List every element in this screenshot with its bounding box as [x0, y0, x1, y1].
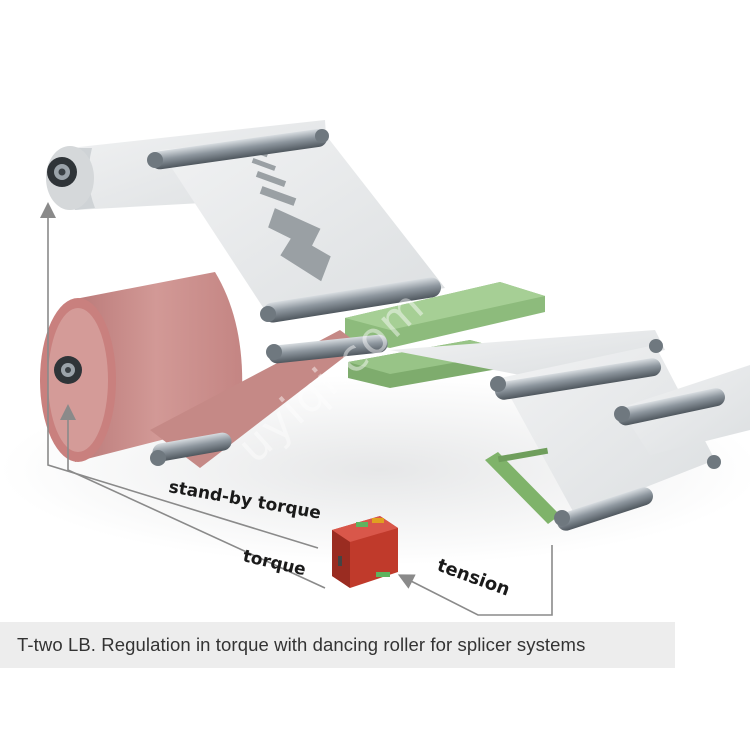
- guide-roller-splice: [266, 334, 388, 364]
- signal-lines: [40, 202, 553, 616]
- caption-bar: [0, 622, 675, 668]
- line-tension: [397, 545, 553, 616]
- web-outgoing: [390, 330, 665, 375]
- line-standby-torque: [40, 202, 319, 549]
- dancing-roller: [485, 447, 653, 531]
- line-torque: [60, 404, 326, 589]
- controller-module: [332, 516, 398, 588]
- guide-roller-lower: [150, 432, 232, 466]
- guide-roller-exit: [614, 388, 725, 469]
- unwind-roll: [40, 272, 360, 468]
- caption: T-two LB. Regulation in torque with danc…: [17, 634, 586, 655]
- guide-roller-right: [490, 339, 663, 400]
- guide-roller-middle: [260, 277, 442, 323]
- guide-roller-top: [147, 129, 329, 170]
